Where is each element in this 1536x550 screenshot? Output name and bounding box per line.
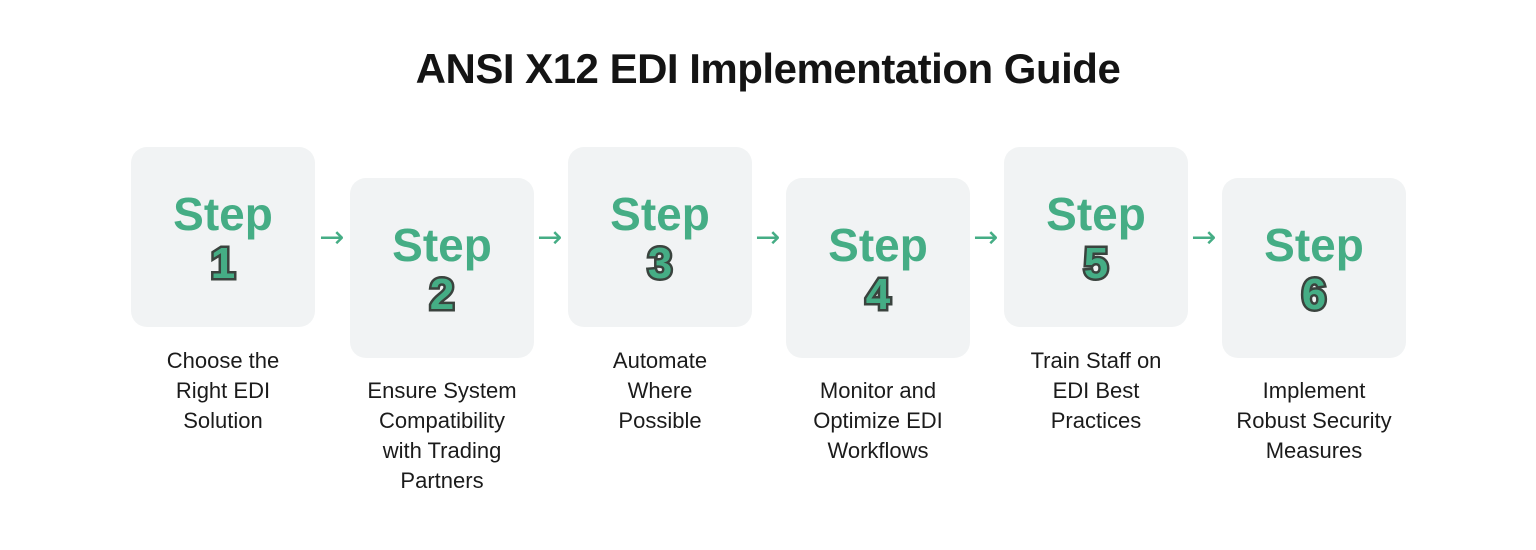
step-description: Train Staff on EDI Best Practices <box>1030 348 1162 433</box>
step-card-5: Step 5 5 <box>1004 147 1188 327</box>
arrow-right-icon: → <box>1191 220 1217 255</box>
step-label: Step <box>610 187 710 240</box>
step-card-4: Step 4 4 <box>786 178 970 358</box>
step-description: Ensure System Compatibility with Trading… <box>367 378 517 493</box>
step-description: Monitor and Optimize EDI Workflows <box>813 378 943 463</box>
step-label: Step <box>1264 218 1364 271</box>
step-label: Step <box>828 218 928 271</box>
step-description: Choose the Right EDI Solution <box>166 348 280 433</box>
arrow-right-icon: → <box>537 220 563 255</box>
arrow-right-icon: → <box>755 220 781 255</box>
step-description: Implement Robust Security Measures <box>1236 378 1392 463</box>
arrow-right-icon: → <box>973 220 999 255</box>
step-card-1: Step 1 1 <box>131 147 315 327</box>
step-number: 2 2 <box>427 268 457 322</box>
step-card-6: Step 6 6 <box>1222 178 1406 358</box>
step-number: 3 3 <box>645 237 675 291</box>
page-title: ANSI X12 EDI Implementation Guide <box>415 45 1121 92</box>
step-number: 6 6 <box>1299 268 1329 322</box>
step-label: Step <box>1046 187 1146 240</box>
step-number: 5 5 <box>1081 237 1111 291</box>
step-description: Automate Where Possible <box>612 348 708 433</box>
step-card-2: Step 2 2 <box>350 178 534 358</box>
step-number: 4 4 <box>863 268 893 322</box>
step-label: Step <box>173 187 273 240</box>
arrow-right-icon: → <box>319 220 345 255</box>
step-number: 1 1 <box>208 237 238 291</box>
step-label: Step <box>392 218 492 271</box>
step-card-3: Step 3 3 <box>568 147 752 327</box>
